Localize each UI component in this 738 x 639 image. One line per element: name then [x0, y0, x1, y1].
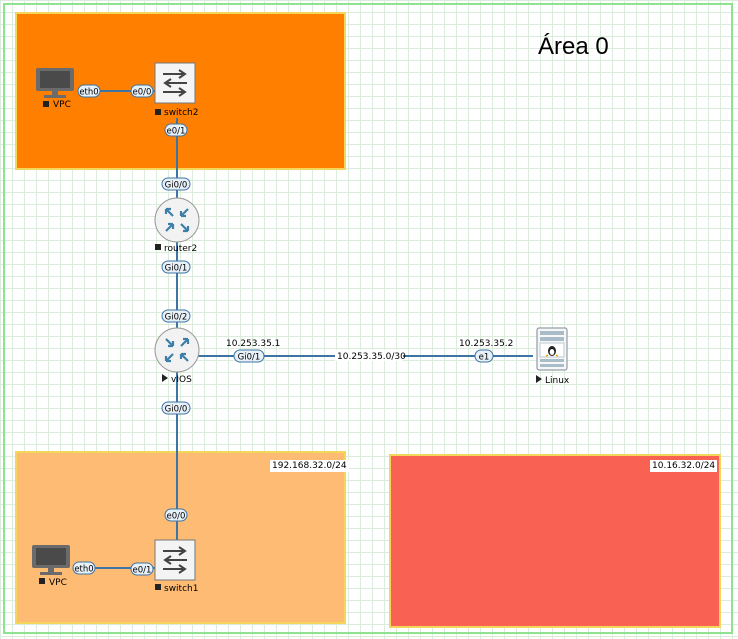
stop-square-icon — [43, 101, 49, 107]
monitor-icon — [36, 68, 74, 98]
vpc-bottom-label: VPC — [49, 578, 67, 588]
node-vpc-top[interactable]: VPC — [36, 68, 74, 110]
linux-ip-label: 10.253.35.2 — [459, 339, 513, 349]
zone-peach-label: 192.168.32.0/24 — [270, 460, 349, 472]
node-linux[interactable]: Linux — [536, 327, 570, 386]
svg-text:Gi0/0: Gi0/0 — [165, 181, 188, 191]
port-switch1-e00[interactable]: e0/0 — [164, 508, 188, 522]
stop-square-icon — [155, 109, 161, 115]
subnet-label: 10.253.35.0/30 — [337, 352, 406, 362]
switch-icon — [154, 62, 196, 104]
svg-text:Gi0/1: Gi0/1 — [238, 353, 261, 363]
port-router2-gi00[interactable]: Gi0/0 — [161, 177, 191, 191]
linux-server-icon — [536, 327, 568, 371]
port-router2-gi01[interactable]: Gi0/1 — [161, 260, 191, 274]
svg-text:e0/0: e0/0 — [167, 512, 186, 522]
svg-text:eth0: eth0 — [79, 88, 98, 98]
vpc-top-label: VPC — [53, 100, 71, 110]
zone-red[interactable] — [389, 454, 721, 628]
port-badges: eth0 e0/0 e0/1 Gi0/0 Gi0/1 Gi0/2 Gi0/1 — [72, 84, 494, 576]
area-title: Área 0 — [538, 33, 609, 60]
node-switch2[interactable]: switch2 — [154, 62, 198, 118]
port-vpc-top-eth0[interactable]: eth0 — [77, 84, 101, 98]
vios-ip-label: 10.253.35.1 — [226, 339, 280, 349]
svg-text:eth0: eth0 — [74, 565, 93, 575]
stop-square-icon — [39, 578, 45, 584]
node-vpc-bottom[interactable]: VPC — [32, 545, 70, 588]
zone-red-label: 10.16.32.0/24 — [650, 460, 718, 472]
vios-label: vIOS — [171, 375, 192, 385]
stop-square-icon — [155, 244, 161, 250]
node-switch1[interactable]: switch1 — [154, 539, 198, 594]
switch1-label: switch1 — [164, 584, 198, 594]
switch2-label: switch2 — [164, 108, 198, 118]
svg-text:Gi0/1: Gi0/1 — [165, 264, 188, 274]
port-vios-gi01[interactable]: Gi0/1 — [233, 349, 265, 363]
svg-text:e0/1: e0/1 — [133, 566, 152, 576]
svg-text:e0/1: e0/1 — [167, 127, 186, 137]
subnet-label-bg — [335, 350, 403, 361]
port-switch2-e00[interactable]: e0/0 — [130, 84, 154, 98]
router-icon — [154, 327, 200, 373]
svg-text:Gi0/0: Gi0/0 — [165, 405, 188, 415]
node-router2[interactable]: router2 — [154, 197, 200, 254]
port-vpc-bottom-eth0[interactable]: eth0 — [72, 561, 96, 575]
router2-label: router2 — [164, 244, 197, 254]
play-triangle-icon — [536, 375, 542, 383]
svg-text:e1: e1 — [479, 353, 490, 363]
stop-square-icon — [155, 584, 161, 590]
switch-icon — [154, 539, 196, 581]
links — [78, 90, 533, 569]
port-linux-e1[interactable]: e1 — [474, 349, 494, 363]
node-vios[interactable]: vIOS — [154, 327, 200, 385]
port-switch2-e01[interactable]: e0/1 — [164, 123, 188, 137]
port-switch1-e01[interactable]: e0/1 — [130, 562, 154, 576]
linux-label: Linux — [545, 376, 570, 386]
zone-peach[interactable] — [15, 451, 346, 624]
port-vios-gi00[interactable]: Gi0/0 — [161, 401, 191, 415]
svg-text:Gi0/2: Gi0/2 — [165, 313, 188, 323]
monitor-icon — [32, 545, 70, 575]
svg-text:e0/0: e0/0 — [133, 88, 152, 98]
port-vios-gi02[interactable]: Gi0/2 — [161, 309, 191, 323]
router-icon — [154, 197, 200, 243]
play-triangle-icon — [162, 374, 168, 382]
canvas-frame — [3, 3, 733, 634]
